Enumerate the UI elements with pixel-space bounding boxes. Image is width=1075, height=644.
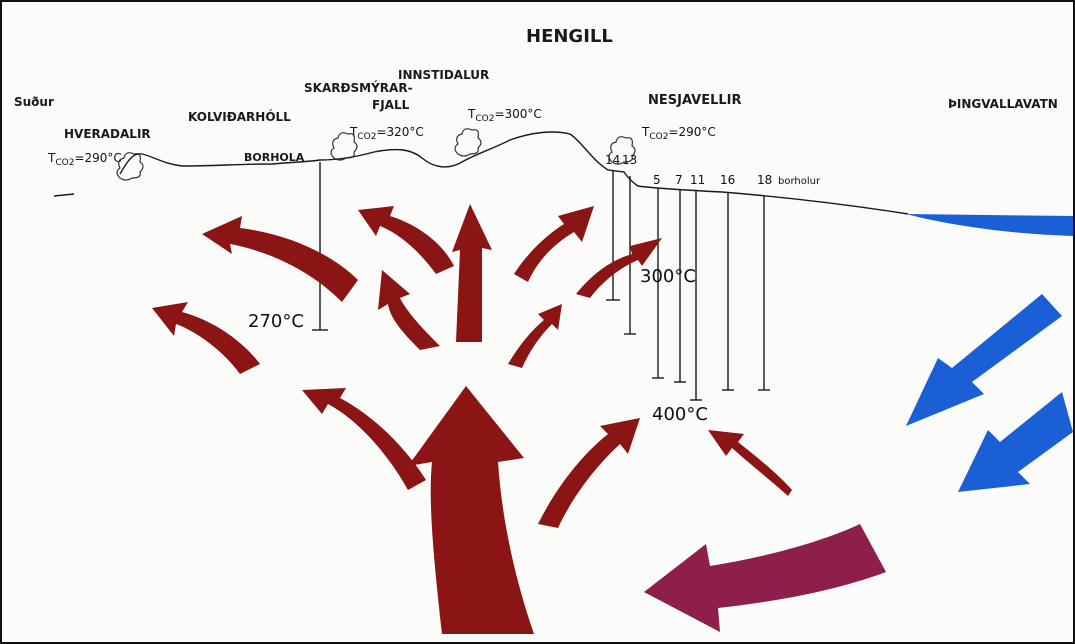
label-nesjavellir: NESJAVELLIR — [648, 93, 742, 108]
lake-thingvallavatn — [906, 214, 1073, 236]
well-label-13: 13 — [622, 153, 637, 167]
upflow-arrows — [152, 204, 792, 634]
upflow-arrow-inward — [708, 430, 792, 496]
hot-inflow-arrow — [644, 524, 886, 632]
tco2-skardsmyrar: TCO2=320°C — [349, 125, 424, 142]
upflow-arrow-left-high — [202, 216, 358, 302]
diagram-title: HENGILL — [526, 26, 613, 47]
isotherm-270: 270°C — [248, 311, 304, 332]
upflow-arrow-lower-right — [538, 418, 640, 528]
upflow-arrow-right-steam — [576, 238, 662, 298]
well-label-7: 7 — [675, 173, 683, 187]
svg-text:TCO2=320°C: TCO2=320°C — [349, 125, 424, 142]
cold-arrow-upper — [906, 294, 1062, 426]
well-label-14: 14 — [605, 153, 620, 167]
well-label-5: 5 — [653, 173, 661, 187]
svg-text:TCO2=300°C: TCO2=300°C — [467, 107, 542, 124]
upflow-arrow-right-mid — [508, 304, 562, 368]
upflow-arrow-mid-up — [358, 206, 454, 274]
svg-text:TCO2=290°C: TCO2=290°C — [47, 151, 122, 168]
label-sudur: Suður — [14, 95, 54, 109]
upflow-arrow-left-low — [152, 302, 260, 374]
isotherm-400: 400°C — [652, 404, 708, 425]
well-label-16: 16 — [720, 173, 735, 187]
well-label-18: 18 — [757, 173, 772, 187]
well-label-11: 11 — [690, 173, 705, 187]
tco2-innstidalur: TCO2=300°C — [467, 107, 542, 124]
label-thingvallavatn: ÞINGVALLAVATN — [948, 97, 1058, 111]
label-borholur: borholur — [778, 176, 821, 187]
upflow-arrow-left-mid — [378, 270, 440, 350]
label-innstidalur: INNSTIDALUR — [398, 68, 489, 82]
upflow-arrow-main — [408, 386, 534, 634]
label-borhola: BORHOLA — [244, 151, 305, 164]
upflow-arrow-right-up — [514, 206, 594, 282]
upflow-arrow-lower-left — [302, 388, 426, 490]
label-hveradalir: HVERADALIR — [64, 127, 151, 141]
boreholes — [312, 162, 770, 401]
label-kolvidarholl: KOLVIÐARHÓLL — [188, 109, 291, 124]
tco2-hveradalir: TCO2=290°C — [47, 151, 122, 168]
steam-icon-nesjavellir — [608, 136, 636, 165]
label-skardsmyrar: SKARÐSMÝRAR- — [304, 80, 413, 95]
cold-arrow-lower — [958, 392, 1073, 492]
steam-icon-hveradalir — [116, 152, 144, 181]
upflow-arrow-center-top — [452, 204, 492, 342]
isotherm-300: 300°C — [640, 266, 696, 287]
svg-text:TCO2=290°C: TCO2=290°C — [641, 125, 716, 142]
label-fjall: FJALL — [372, 98, 410, 112]
cold-water-arrows — [906, 294, 1073, 492]
tco2-nesjavellir: TCO2=290°C — [641, 125, 716, 142]
steam-icon-innstidalur — [454, 128, 482, 157]
